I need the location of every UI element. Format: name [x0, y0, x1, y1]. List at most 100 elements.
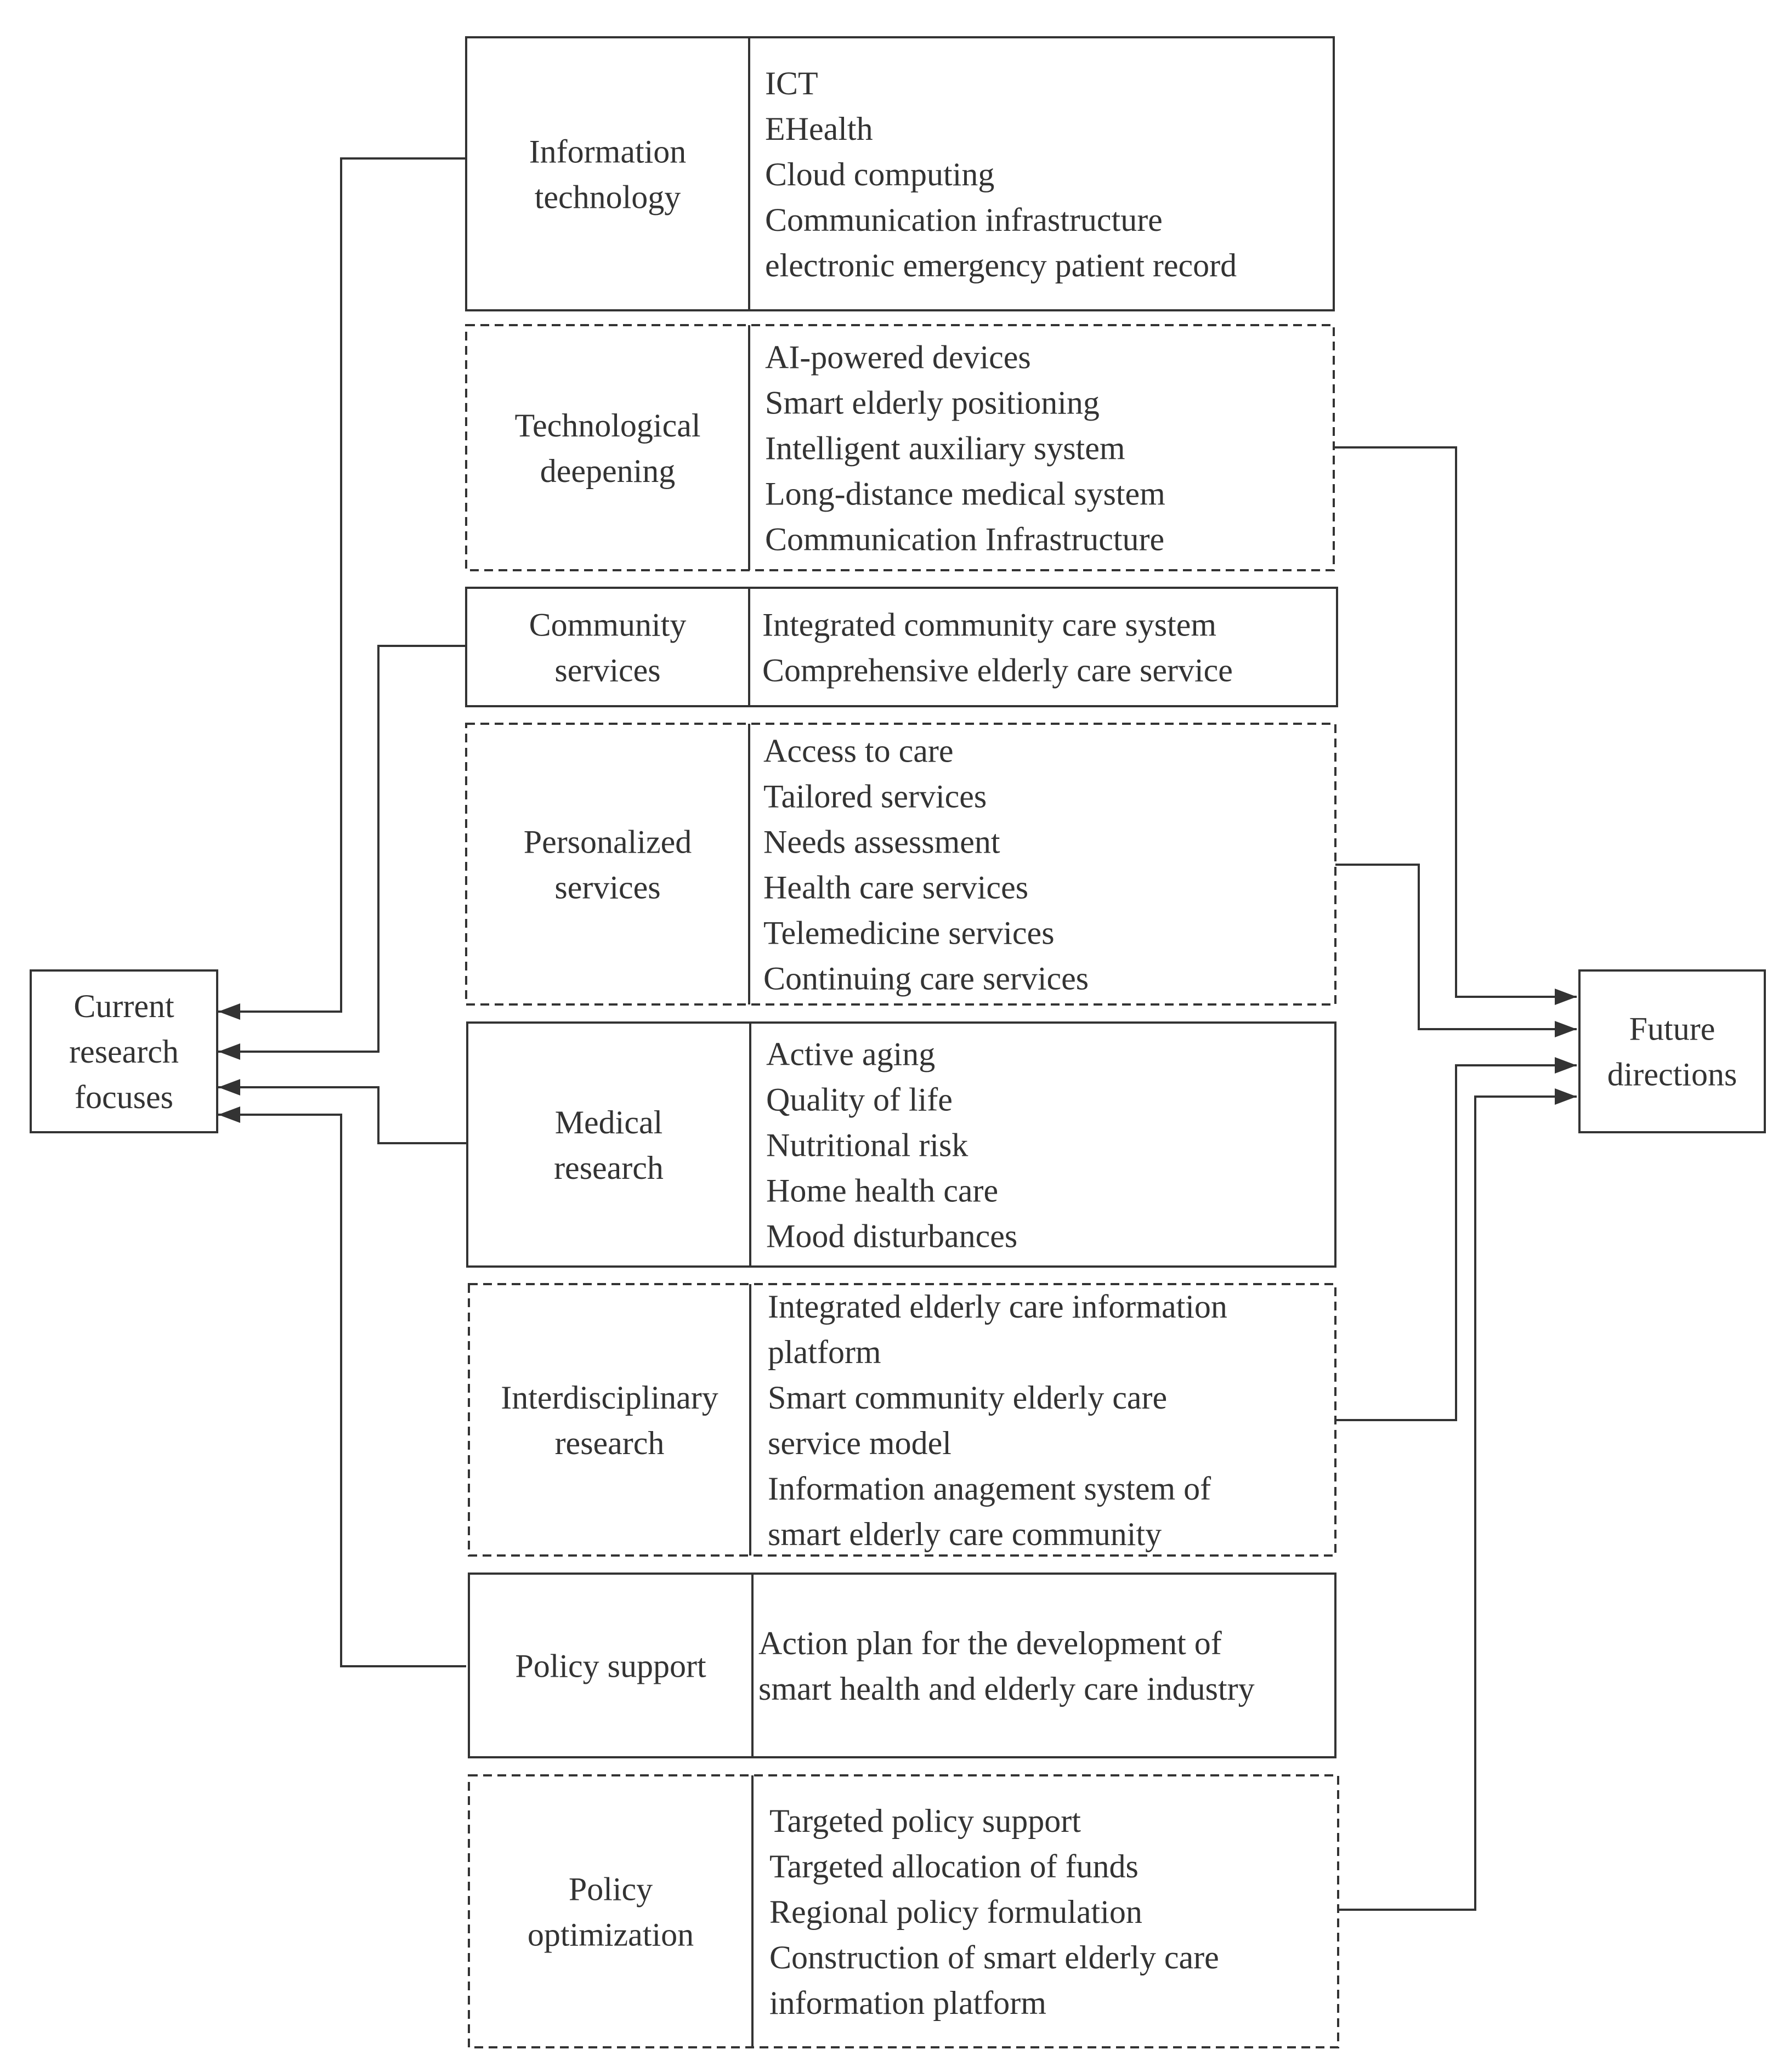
community-services-item-line: Integrated community care system: [762, 607, 1216, 643]
policy-optimization-category-line: Policy: [569, 1871, 653, 1908]
row-community-services: Community services Integrated community ca…: [465, 587, 1338, 707]
community-services-category-line: services: [554, 652, 660, 689]
interdisciplinary-research-item-line: Smart community elderly care: [768, 1380, 1167, 1416]
right-connectors: [1334, 446, 1577, 1911]
interdisciplinary-research-category-line: Interdisciplinary: [501, 1380, 718, 1416]
technological-deepening-item-line: Communication Infrastructure: [765, 521, 1164, 558]
connector-policy-optimization: [1334, 1088, 1577, 1911]
medical-research-category-line: research: [554, 1150, 664, 1186]
connector-technological-deepening: [1334, 446, 1577, 1005]
personalized-services-box: [465, 723, 1336, 1006]
technological-deepening-item-line: Intelligent auxiliary system: [765, 430, 1125, 467]
community-services-category-label: Community services: [529, 607, 687, 689]
medical-research-item-line: Nutritional risk: [766, 1127, 968, 1163]
policy-support-item-line: Action plan for the development of: [758, 1625, 1222, 1661]
policy-support-items: Action plan for the development of smart …: [758, 1625, 1255, 1707]
technological-deepening-category-label: Technological deepening: [515, 407, 701, 489]
personalized-services-item-line: Needs assessment: [763, 824, 1000, 860]
policy-support-category-label: Policy support: [515, 1648, 706, 1684]
information-technology-category-line: Information: [529, 134, 687, 170]
left-connectors: [218, 157, 466, 1667]
interdisciplinary-research-item-line: service model: [768, 1425, 952, 1461]
row-technological-deepening: Technological deepening AI-powered devices…: [465, 324, 1335, 571]
interdisciplinary-research-items: Integrated elderly care information platf…: [768, 1288, 1227, 1552]
information-technology-category-line: technology: [535, 179, 681, 215]
future-directions-node: Future directions: [1578, 969, 1766, 1133]
policy-optimization-item-line: Targeted allocation of funds: [769, 1848, 1139, 1884]
technological-deepening-item-line: AI-powered devices: [765, 339, 1031, 376]
information-technology-item-line: ICT: [765, 65, 818, 101]
community-services-box: [465, 587, 1338, 707]
future-directions-label: Future directions: [1607, 1011, 1737, 1093]
connector-interdisciplinary-research: [1334, 1057, 1577, 1421]
current-research-focuses-label-line: focuses: [75, 1079, 173, 1115]
policy-optimization-category-line: optimization: [528, 1917, 694, 1953]
policy-optimization-box: [468, 1774, 1339, 2048]
technological-deepening-category-line: deepening: [540, 453, 676, 489]
personalized-services-item-line: Access to care: [763, 733, 953, 769]
personalized-services-item-line: Continuing care services: [763, 961, 1089, 997]
interdisciplinary-research-item-line: Integrated elderly care information: [768, 1288, 1227, 1325]
technological-deepening-item-line: Smart elderly positioning: [765, 385, 1100, 421]
policy-support-category-line: Policy support: [515, 1648, 706, 1684]
information-technology-item-line: Communication infrastructure: [765, 202, 1163, 238]
information-technology-item-line: electronic emergency patient record: [765, 247, 1237, 283]
interdisciplinary-research-item-line: platform: [768, 1334, 881, 1370]
connector-community-services: [218, 645, 466, 1060]
personalized-services-item-line: Tailored services: [763, 779, 987, 815]
community-services-category-line: Community: [529, 607, 687, 643]
policy-optimization-item-line: Regional policy formulation: [769, 1894, 1142, 1930]
policy-optimization-category-label: Policy optimization: [528, 1871, 694, 1953]
information-technology-box: [465, 36, 1335, 311]
information-technology-item-line: EHealth: [765, 111, 873, 147]
technological-deepening-item-line: Long-distance medical system: [765, 476, 1165, 512]
connector-information-technology: [218, 157, 466, 1020]
information-technology-category-label: Information technology: [529, 134, 687, 215]
medical-research-category-label: Medical research: [554, 1104, 664, 1186]
future-directions-box: [1578, 969, 1766, 1133]
personalized-services-category-line: services: [554, 870, 660, 906]
information-technology-item-line: Cloud computing: [765, 156, 994, 192]
policy-optimization-item-line: Targeted policy support: [769, 1803, 1081, 1839]
future-directions-label-line: Future: [1629, 1011, 1715, 1047]
current-research-focuses-label-line: research: [69, 1034, 179, 1070]
policy-support-item-line: smart health and elderly care industry: [758, 1671, 1255, 1707]
connector-policy-support: [218, 1106, 466, 1667]
current-research-focuses-box: [30, 969, 218, 1133]
row-policy-optimization: Policy optimization Targeted policy suppor…: [468, 1774, 1339, 2048]
row-policy-support: Policy support Action plan for the develo…: [468, 1573, 1336, 1758]
medical-research-box: [466, 1021, 1336, 1268]
personalized-services-item-line: Telemedicine services: [763, 915, 1055, 951]
medical-research-item-line: Home health care: [766, 1173, 998, 1209]
policy-support-box: [468, 1573, 1336, 1758]
interdisciplinary-research-box: [468, 1283, 1336, 1557]
medical-research-item-line: Quality of life: [766, 1082, 953, 1118]
personalized-services-category-label: Personalized services: [524, 824, 692, 906]
current-research-focuses-label: Current research focuses: [69, 988, 179, 1115]
medical-research-category-line: Medical: [555, 1104, 663, 1140]
policy-optimization-item-line: information platform: [769, 1985, 1046, 2021]
personalized-services-category-line: Personalized: [524, 824, 692, 860]
future-directions-label-line: directions: [1607, 1057, 1737, 1093]
connector-medical-research: [218, 1079, 466, 1144]
current-research-focuses-node: Current research focuses: [30, 969, 218, 1133]
technological-deepening-box: [465, 324, 1335, 571]
technological-deepening-category-line: Technological: [515, 407, 701, 444]
medical-research-item-line: Mood disturbances: [766, 1218, 1017, 1254]
medical-research-item-line: Active aging: [766, 1036, 935, 1072]
current-research-focuses-label-line: Current: [73, 988, 174, 1024]
personalized-services-item-line: Health care services: [763, 870, 1028, 906]
